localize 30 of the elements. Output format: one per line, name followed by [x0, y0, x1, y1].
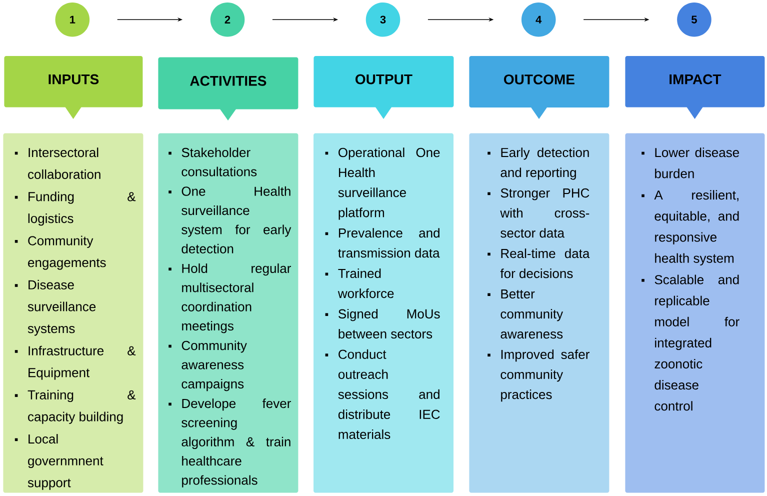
callout-box: IMPACT: [625, 56, 765, 119]
list-item: Operational One Health surveillance platform: [338, 148, 440, 220]
callout-box: ACTIVITIES: [158, 57, 298, 120]
list-item: Conduct outreach sessions and distribute IEC materials: [338, 349, 440, 440]
list-item: Improved safer community practices: [500, 349, 590, 402]
list-item: Hold regular multisectoral coordination meetings: [182, 263, 291, 334]
callout-box: OUTPUT: [314, 56, 454, 119]
list-item: Scalable and replicable model for integrated zoonotic disease control: [654, 274, 740, 411]
list-item: Infrastructure & Equipment: [28, 346, 136, 380]
list-item: Training & capacity building: [28, 390, 136, 424]
list-item: Stronger PHC with cross-sector data: [500, 188, 590, 238]
list-item: Community engagements: [28, 236, 106, 270]
list-item: Trained workforce: [338, 268, 394, 298]
callout-box: OUTCOME: [469, 56, 610, 119]
list-item: Signed MoUs between sectors: [338, 308, 440, 339]
list-item: Prevalence and transmission data: [338, 228, 440, 258]
list-item: Local governmnent support: [28, 434, 104, 490]
list-item: Stakeholder consultations: [182, 148, 257, 176]
list-item: Community awareness campaigns: [182, 340, 247, 392]
list-item: Real-time data for decisions: [500, 248, 590, 278]
list-item: One Health surveillance system for early detection: [182, 186, 292, 254]
list-item: Better community awareness: [500, 289, 564, 339]
list-item: Early detection and reporting: [500, 148, 589, 180]
list-item: Develope fever screening algorithm & train healthcare professionals: [182, 398, 291, 488]
list-item: A resilient, equitable, and responsive health system: [654, 190, 739, 266]
list-item: Intersectoral collaboration: [28, 148, 100, 179]
list-item: Funding & logistics: [28, 192, 136, 226]
callout-box: INPUTS: [4, 56, 143, 119]
list-item: Disease surveillance systems: [28, 280, 96, 336]
list-item: Lower disease burden: [655, 148, 739, 178]
